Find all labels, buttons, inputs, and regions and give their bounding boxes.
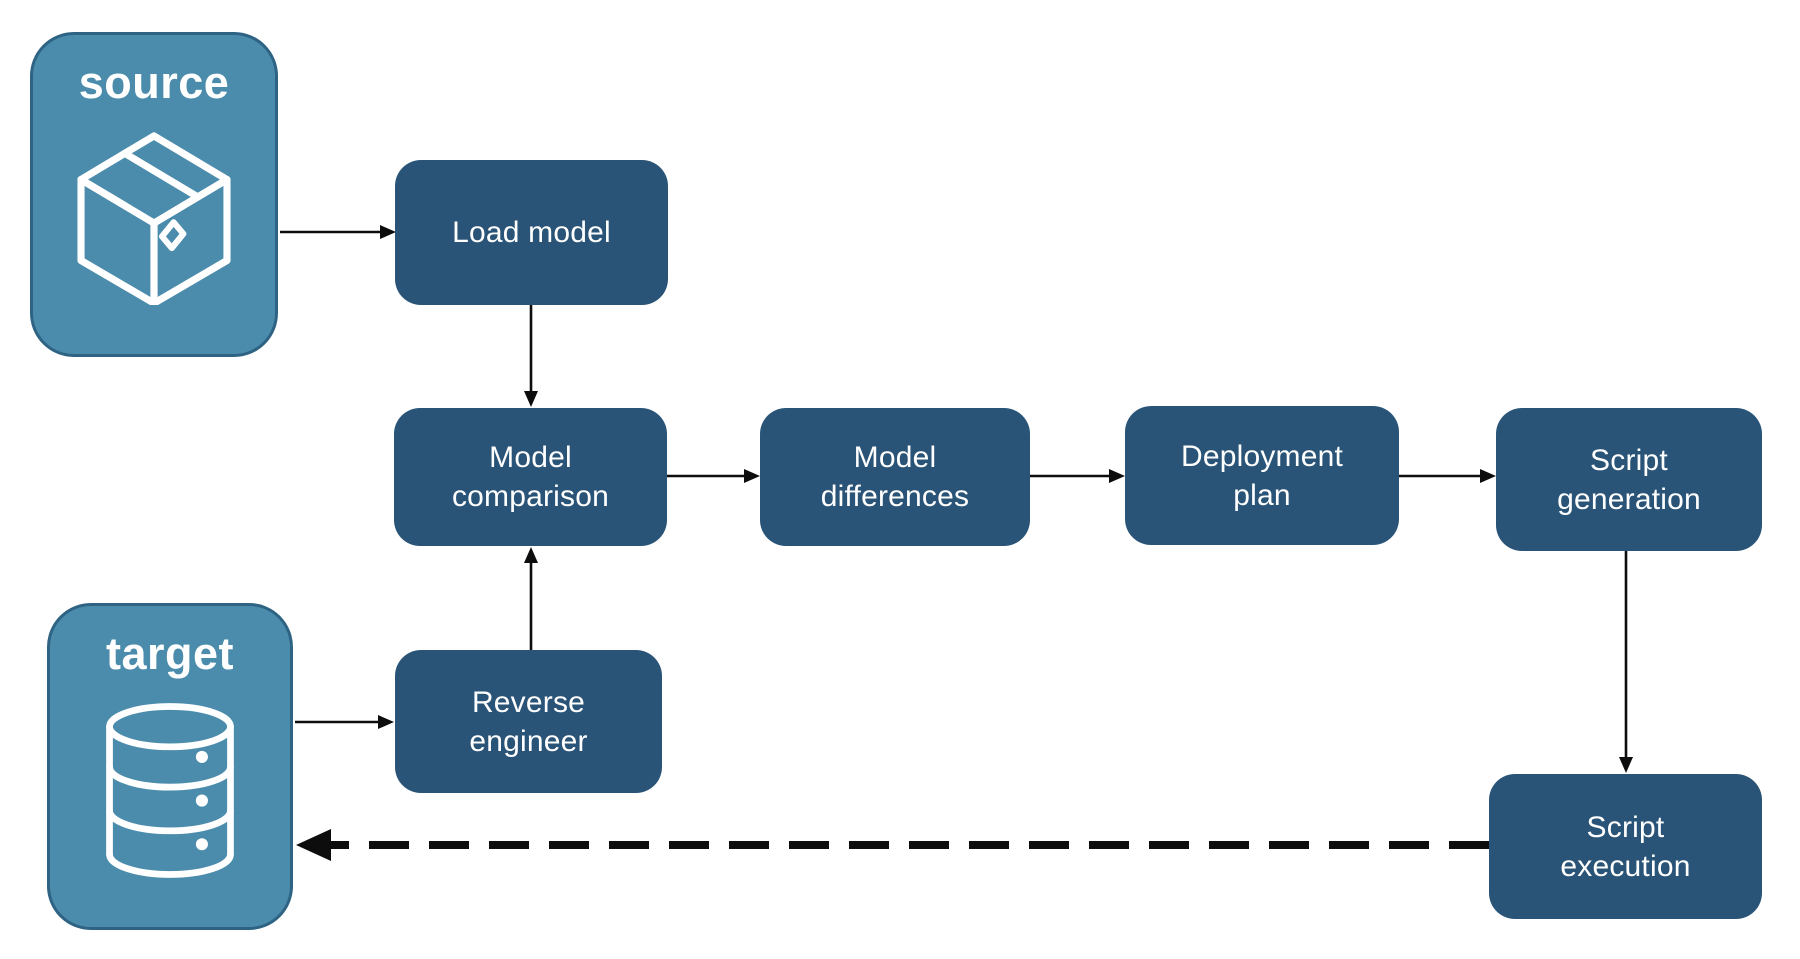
node-deployment-plan: Deployment plan [1125, 406, 1399, 545]
edge-target-to-reverse-engineer [295, 715, 394, 729]
node-script-generation-label: Script generation [1557, 443, 1701, 516]
node-deployment-plan-label: Deployment plan [1180, 439, 1344, 512]
node-script-execution-label: Script execution [1560, 810, 1691, 883]
node-load-model-label: Load model [452, 216, 611, 249]
endpoint-target: target [47, 603, 293, 930]
node-model-comparison-label: Model comparison [451, 441, 610, 513]
node-load-model: Load model [395, 160, 668, 305]
edge-script-generation-to-script-execution [1619, 551, 1633, 773]
edge-script-execution-to-target [296, 829, 1489, 861]
node-reverse-engineer: Reverse engineer [395, 650, 662, 793]
endpoint-target-label: target [105, 628, 235, 679]
node-reverse-engineer-label: Reverse engineer [469, 685, 588, 758]
node-model-differences: Model differences [760, 408, 1030, 546]
node-script-generation: Script generation [1496, 408, 1762, 551]
package-icon [77, 132, 231, 305]
edge-deployment-plan-to-script-generation [1399, 469, 1496, 483]
edge-load-model-to-model-comparison [524, 305, 538, 407]
edge-model-differences-to-deployment-plan [1030, 469, 1125, 483]
edge-reverse-engineer-to-model-comparison [524, 547, 538, 650]
node-model-comparison: Model comparison [394, 408, 667, 546]
endpoint-source-label: source [78, 57, 230, 108]
node-model-differences-label: Model differences [820, 441, 970, 513]
endpoint-source: source [30, 32, 278, 357]
edge-model-comparison-to-model-differences [667, 469, 760, 483]
edge-source-to-load-model [280, 225, 396, 239]
database-icon [106, 703, 234, 878]
node-script-execution: Script execution [1489, 774, 1762, 919]
